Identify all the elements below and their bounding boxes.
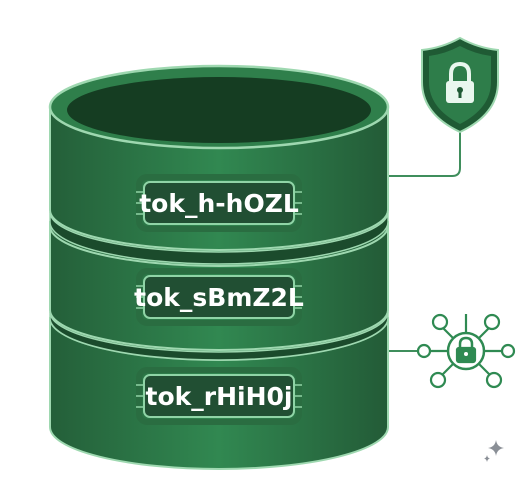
sparkle-icon xyxy=(484,440,504,462)
token-chip-3: tok_rHiH0j xyxy=(136,367,302,425)
token-label-2: tok_sBmZ2L xyxy=(134,283,304,312)
token-label-1: tok_h-hOZL xyxy=(139,189,299,218)
connector-line-security xyxy=(385,132,461,177)
db-gap-upper xyxy=(49,211,389,265)
db-gap-lower xyxy=(49,311,389,361)
token-label-3: tok_rHiH0j xyxy=(146,382,293,411)
shield-lock-icon xyxy=(421,36,499,134)
network-lock-icon xyxy=(416,313,516,389)
token-chip-1: tok_h-hOZL xyxy=(136,174,302,232)
token-chip-2: tok_sBmZ2L xyxy=(134,268,304,326)
